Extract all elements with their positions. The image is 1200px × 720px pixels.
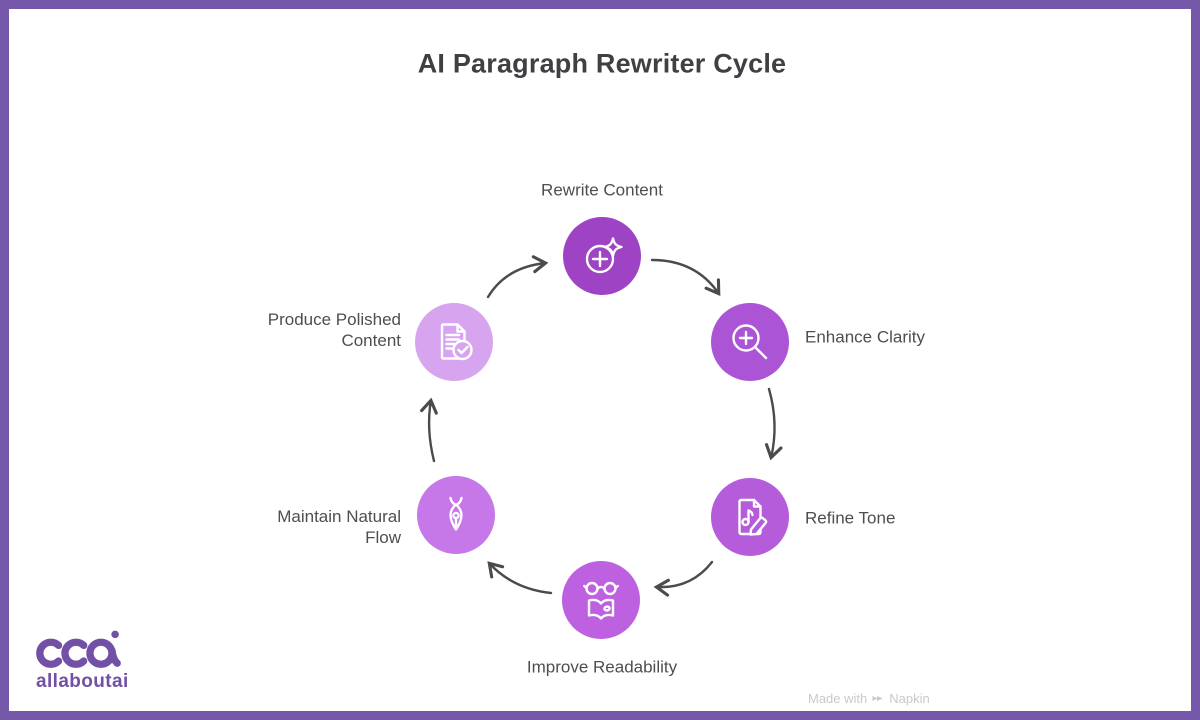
music-note-pencil-icon bbox=[738, 498, 768, 536]
arrow-rewrite-to-clarity bbox=[650, 258, 721, 296]
node-rewrite-content bbox=[563, 217, 641, 295]
node-maintain-natural-flow bbox=[417, 476, 495, 554]
step-label-produce-polished-content: Produce Polished Content bbox=[267, 309, 401, 350]
napkin-icon bbox=[872, 696, 884, 701]
node-enhance-clarity bbox=[711, 303, 789, 381]
step-label-rewrite-content: Rewrite Content bbox=[541, 180, 663, 200]
sparkle-plus-icon bbox=[585, 237, 623, 274]
node-produce-polished-content bbox=[415, 303, 493, 381]
node-improve-readability bbox=[562, 561, 640, 639]
arrow-readability-to-flow bbox=[487, 561, 553, 595]
watermark-brand: Napkin bbox=[889, 691, 930, 706]
step-label-refine-tone: Refine Tone bbox=[805, 508, 896, 528]
pen-nib-icon bbox=[449, 496, 463, 531]
step-label-maintain-natural-flow: Maintain Natural Flow bbox=[277, 506, 401, 547]
glasses-book-icon bbox=[583, 581, 619, 620]
step-label-improve-readability: Improve Readability bbox=[526, 657, 678, 677]
arrow-polished-to-rewrite bbox=[486, 255, 549, 299]
napkin-watermark: Made with Napkin bbox=[808, 691, 930, 706]
document-check-icon bbox=[440, 323, 473, 361]
allaboutai-logo-mark bbox=[36, 630, 121, 668]
arrow-flow-to-polished bbox=[420, 397, 438, 463]
watermark-prefix: Made with bbox=[808, 691, 868, 706]
arrow-tone-to-readability bbox=[653, 560, 714, 597]
diagram-title: AI Paragraph Rewriter Cycle bbox=[417, 48, 787, 79]
magnifier-plus-icon bbox=[732, 324, 768, 360]
allaboutai-wordmark: allaboutai bbox=[36, 671, 129, 692]
node-refine-tone bbox=[711, 478, 789, 556]
allaboutai-logo: allaboutai bbox=[36, 626, 129, 693]
step-label-enhance-clarity: Enhance Clarity bbox=[805, 327, 926, 347]
arrow-clarity-to-tone bbox=[764, 387, 783, 461]
